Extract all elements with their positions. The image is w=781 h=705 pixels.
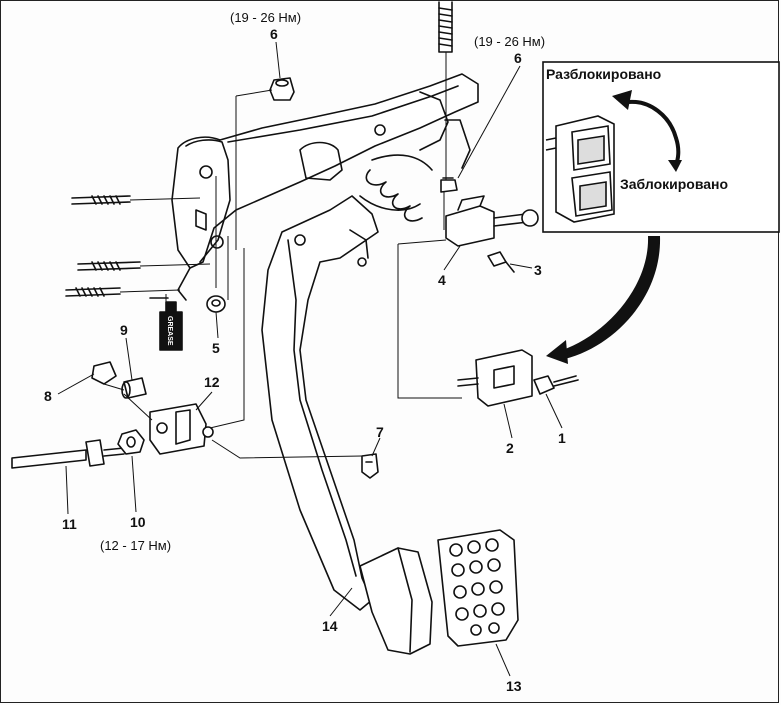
clutch-pedal-arm bbox=[261, 195, 379, 611]
torque-spec-top-right: (19 - 26 Нм) bbox=[474, 34, 546, 49]
nut-6-top bbox=[269, 77, 295, 101]
callout-14: 14 bbox=[322, 618, 338, 634]
bushing-9 bbox=[121, 377, 147, 399]
assembly-lines bbox=[103, 52, 462, 459]
bracket-studs bbox=[65, 195, 141, 297]
nut-10 bbox=[117, 429, 145, 455]
callout-4: 4 bbox=[438, 272, 446, 288]
callout-2: 2 bbox=[506, 440, 514, 456]
clip-3 bbox=[487, 251, 515, 273]
bolt-6-right bbox=[440, 177, 458, 193]
pedal-pad bbox=[359, 547, 433, 655]
callout-6-top: 6 bbox=[270, 26, 278, 42]
callout-12: 12 bbox=[204, 374, 220, 390]
pedal-bracket bbox=[171, 73, 479, 301]
callout-8: 8 bbox=[44, 388, 52, 404]
inset-pointer-arrow bbox=[546, 236, 661, 364]
clevis-yoke-12 bbox=[149, 403, 214, 455]
callout-1: 1 bbox=[558, 430, 566, 446]
pedal-rubber-cover bbox=[437, 529, 519, 647]
inset-label-locked: Заблокировано bbox=[620, 176, 729, 192]
callout-3: 3 bbox=[534, 262, 542, 278]
grease-label: GREASE bbox=[166, 316, 173, 346]
callout-13: 13 bbox=[506, 678, 522, 694]
bolt-8 bbox=[91, 361, 117, 385]
callout-5: 5 bbox=[212, 340, 220, 356]
top-stud bbox=[438, 1, 453, 53]
switch-4 bbox=[445, 195, 539, 247]
grease-tube bbox=[149, 297, 183, 351]
switch-2 bbox=[457, 349, 533, 407]
torque-spec-bottom-left: (12 - 17 Нм) bbox=[100, 538, 172, 553]
inset-label-unlocked: Разблокировано bbox=[546, 66, 662, 82]
torque-spec-top-left: (19 - 26 Нм) bbox=[230, 10, 302, 25]
switch-lock-inset bbox=[542, 61, 780, 233]
callout-9: 9 bbox=[120, 322, 128, 338]
push-rod-11 bbox=[11, 439, 125, 469]
callout-7: 7 bbox=[376, 424, 384, 440]
return-spring bbox=[359, 154, 433, 222]
bushing-5 bbox=[206, 295, 226, 313]
callout-10: 10 bbox=[130, 514, 146, 530]
connector-1 bbox=[533, 375, 579, 395]
callout-6-right: 6 bbox=[514, 50, 522, 66]
clip-7 bbox=[361, 453, 379, 479]
callout-11: 11 bbox=[62, 516, 77, 532]
